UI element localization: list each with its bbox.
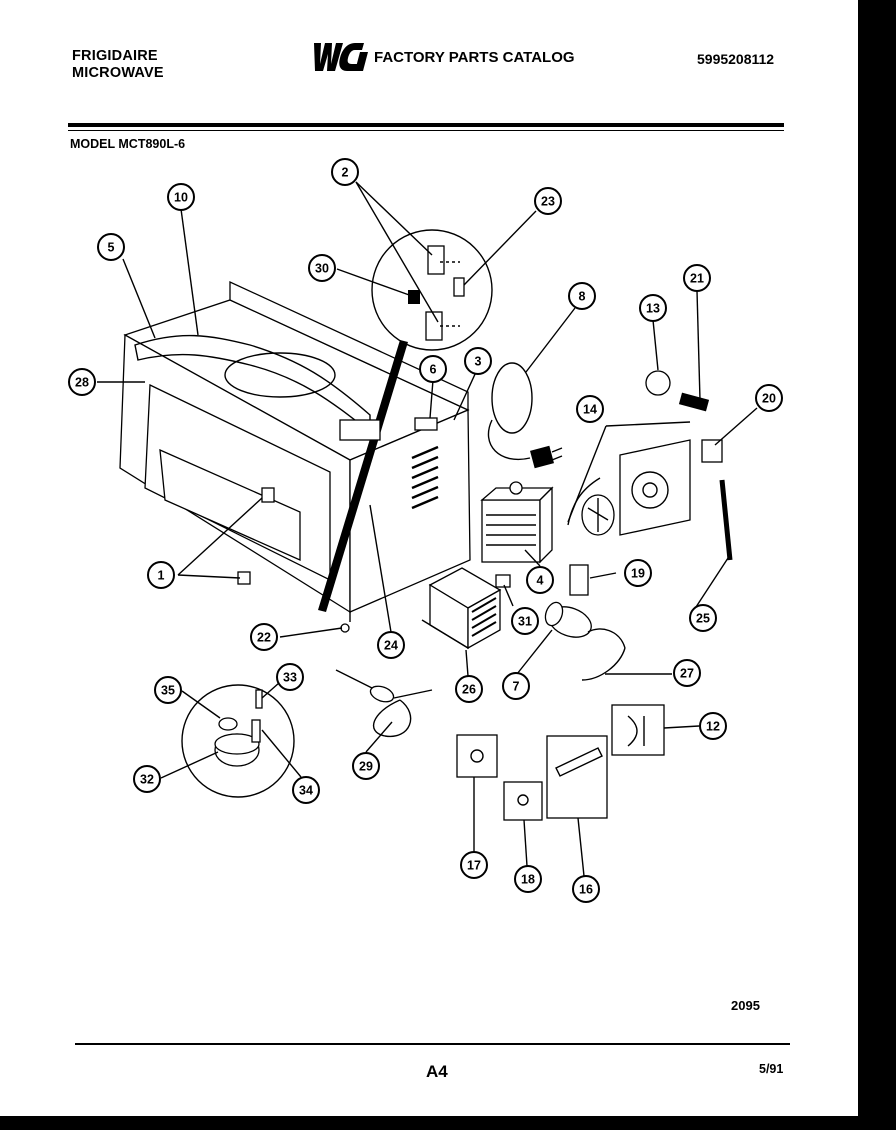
transformer-drawing xyxy=(421,567,502,650)
revision-date: 5/91 xyxy=(759,1062,784,1076)
callout-27: 27 xyxy=(673,659,701,687)
callout-label: 27 xyxy=(680,667,694,681)
header-rule-thin xyxy=(68,130,784,131)
callout-label: 35 xyxy=(161,684,175,698)
model-number: MODEL MCT890L-6 xyxy=(70,137,186,151)
callout-23: 23 xyxy=(534,187,562,215)
callout-label: 25 xyxy=(696,612,710,626)
drawing-number: 2095 xyxy=(731,998,760,1013)
callout-34: 34 xyxy=(292,776,320,804)
capacitor-drawing xyxy=(495,564,626,681)
callout-label: 12 xyxy=(706,720,720,734)
callout-14: 14 xyxy=(576,395,604,423)
callout-18: 18 xyxy=(514,865,542,893)
callout-17: 17 xyxy=(460,851,488,879)
callout-label: 30 xyxy=(315,262,329,276)
boxed-parts-drawing xyxy=(456,704,665,821)
wci-logo xyxy=(314,43,368,71)
callout-19: 19 xyxy=(624,559,652,587)
callout-24: 24 xyxy=(377,631,405,659)
power-cord-drawing xyxy=(487,362,563,469)
footer-rule xyxy=(75,1043,790,1045)
exploded-parts-diagram: 1 2 3 4 5 6 7 8 10 12 13 14 16 17 18 19 … xyxy=(68,158,783,903)
callout-25: 25 xyxy=(689,604,717,632)
catalog-title: FACTORY PARTS CATALOG xyxy=(374,48,575,66)
callout-label: 29 xyxy=(359,760,373,774)
callout-label: 4 xyxy=(537,574,544,588)
catalog-header: FACTORY PARTS CATALOG xyxy=(308,40,575,74)
callout-label: 16 xyxy=(579,883,593,897)
callout-13: 13 xyxy=(639,294,667,322)
callout-label: 6 xyxy=(430,363,437,377)
callout-label: 32 xyxy=(140,773,154,787)
catalog-number: 5995208112 xyxy=(697,51,775,67)
callout-label: 7 xyxy=(513,680,520,694)
thermal-fuse-drawing xyxy=(335,623,433,738)
header-rule xyxy=(68,123,784,127)
thermal-protector-inset xyxy=(181,684,295,798)
magnetron-drawing xyxy=(480,481,554,564)
callout-12: 12 xyxy=(699,712,727,740)
callout-20: 20 xyxy=(755,384,783,412)
callout-label: 21 xyxy=(690,272,704,286)
callout-2: 2 xyxy=(331,158,359,186)
callout-6: 6 xyxy=(419,355,447,383)
callout-7: 7 xyxy=(502,672,530,700)
product-type: MICROWAVE xyxy=(72,65,164,81)
callout-1: 1 xyxy=(147,561,175,589)
callout-label: 3 xyxy=(475,355,482,369)
callout-label: 8 xyxy=(579,290,586,304)
page-number: A4 xyxy=(426,1062,448,1081)
callout-label: 5 xyxy=(108,241,115,255)
callout-label: 26 xyxy=(462,683,476,697)
callout-label: 23 xyxy=(541,195,555,209)
callout-label: 24 xyxy=(384,639,398,653)
callout-22: 22 xyxy=(250,623,278,651)
callout-label: 1 xyxy=(158,569,165,583)
leader-lines xyxy=(97,181,758,877)
callout-label: 28 xyxy=(75,376,89,390)
callout-label: 10 xyxy=(174,191,188,205)
parts-catalog-page: FRIGIDAIRE MICROWAVE FACTORY PARTS CATAL… xyxy=(0,0,858,1116)
callout-28: 28 xyxy=(68,368,96,396)
fan-assembly-drawing xyxy=(567,370,733,561)
callout-10: 10 xyxy=(167,183,195,211)
callout-label: 22 xyxy=(257,631,271,645)
callout-29: 29 xyxy=(352,752,380,780)
callout-31: 31 xyxy=(511,607,539,635)
interlock-switch-inset xyxy=(371,229,493,351)
callout-8: 8 xyxy=(568,282,596,310)
brand-name: FRIGIDAIRE xyxy=(72,48,158,64)
callout-label: 2 xyxy=(342,166,349,180)
callout-label: 17 xyxy=(467,859,481,873)
callout-3: 3 xyxy=(464,347,492,375)
callout-label: 14 xyxy=(583,403,597,417)
callout-label: 31 xyxy=(518,615,532,629)
callout-5: 5 xyxy=(97,233,125,261)
callout-label: 18 xyxy=(521,873,535,887)
callout-label: 19 xyxy=(631,567,645,581)
callout-26: 26 xyxy=(455,675,483,703)
callout-16: 16 xyxy=(572,875,600,903)
callout-label: 13 xyxy=(646,302,660,316)
callout-4: 4 xyxy=(526,566,554,594)
callout-label: 33 xyxy=(283,671,297,685)
callout-30: 30 xyxy=(308,254,336,282)
callout-33: 33 xyxy=(276,663,304,691)
callout-label: 34 xyxy=(299,784,313,798)
brand-block: FRIGIDAIRE MICROWAVE xyxy=(72,48,164,82)
callout-label: 20 xyxy=(762,392,776,406)
cabinet-drawing xyxy=(119,280,471,622)
callout-35: 35 xyxy=(154,676,182,704)
callout-32: 32 xyxy=(133,765,161,793)
callout-21: 21 xyxy=(683,264,711,292)
